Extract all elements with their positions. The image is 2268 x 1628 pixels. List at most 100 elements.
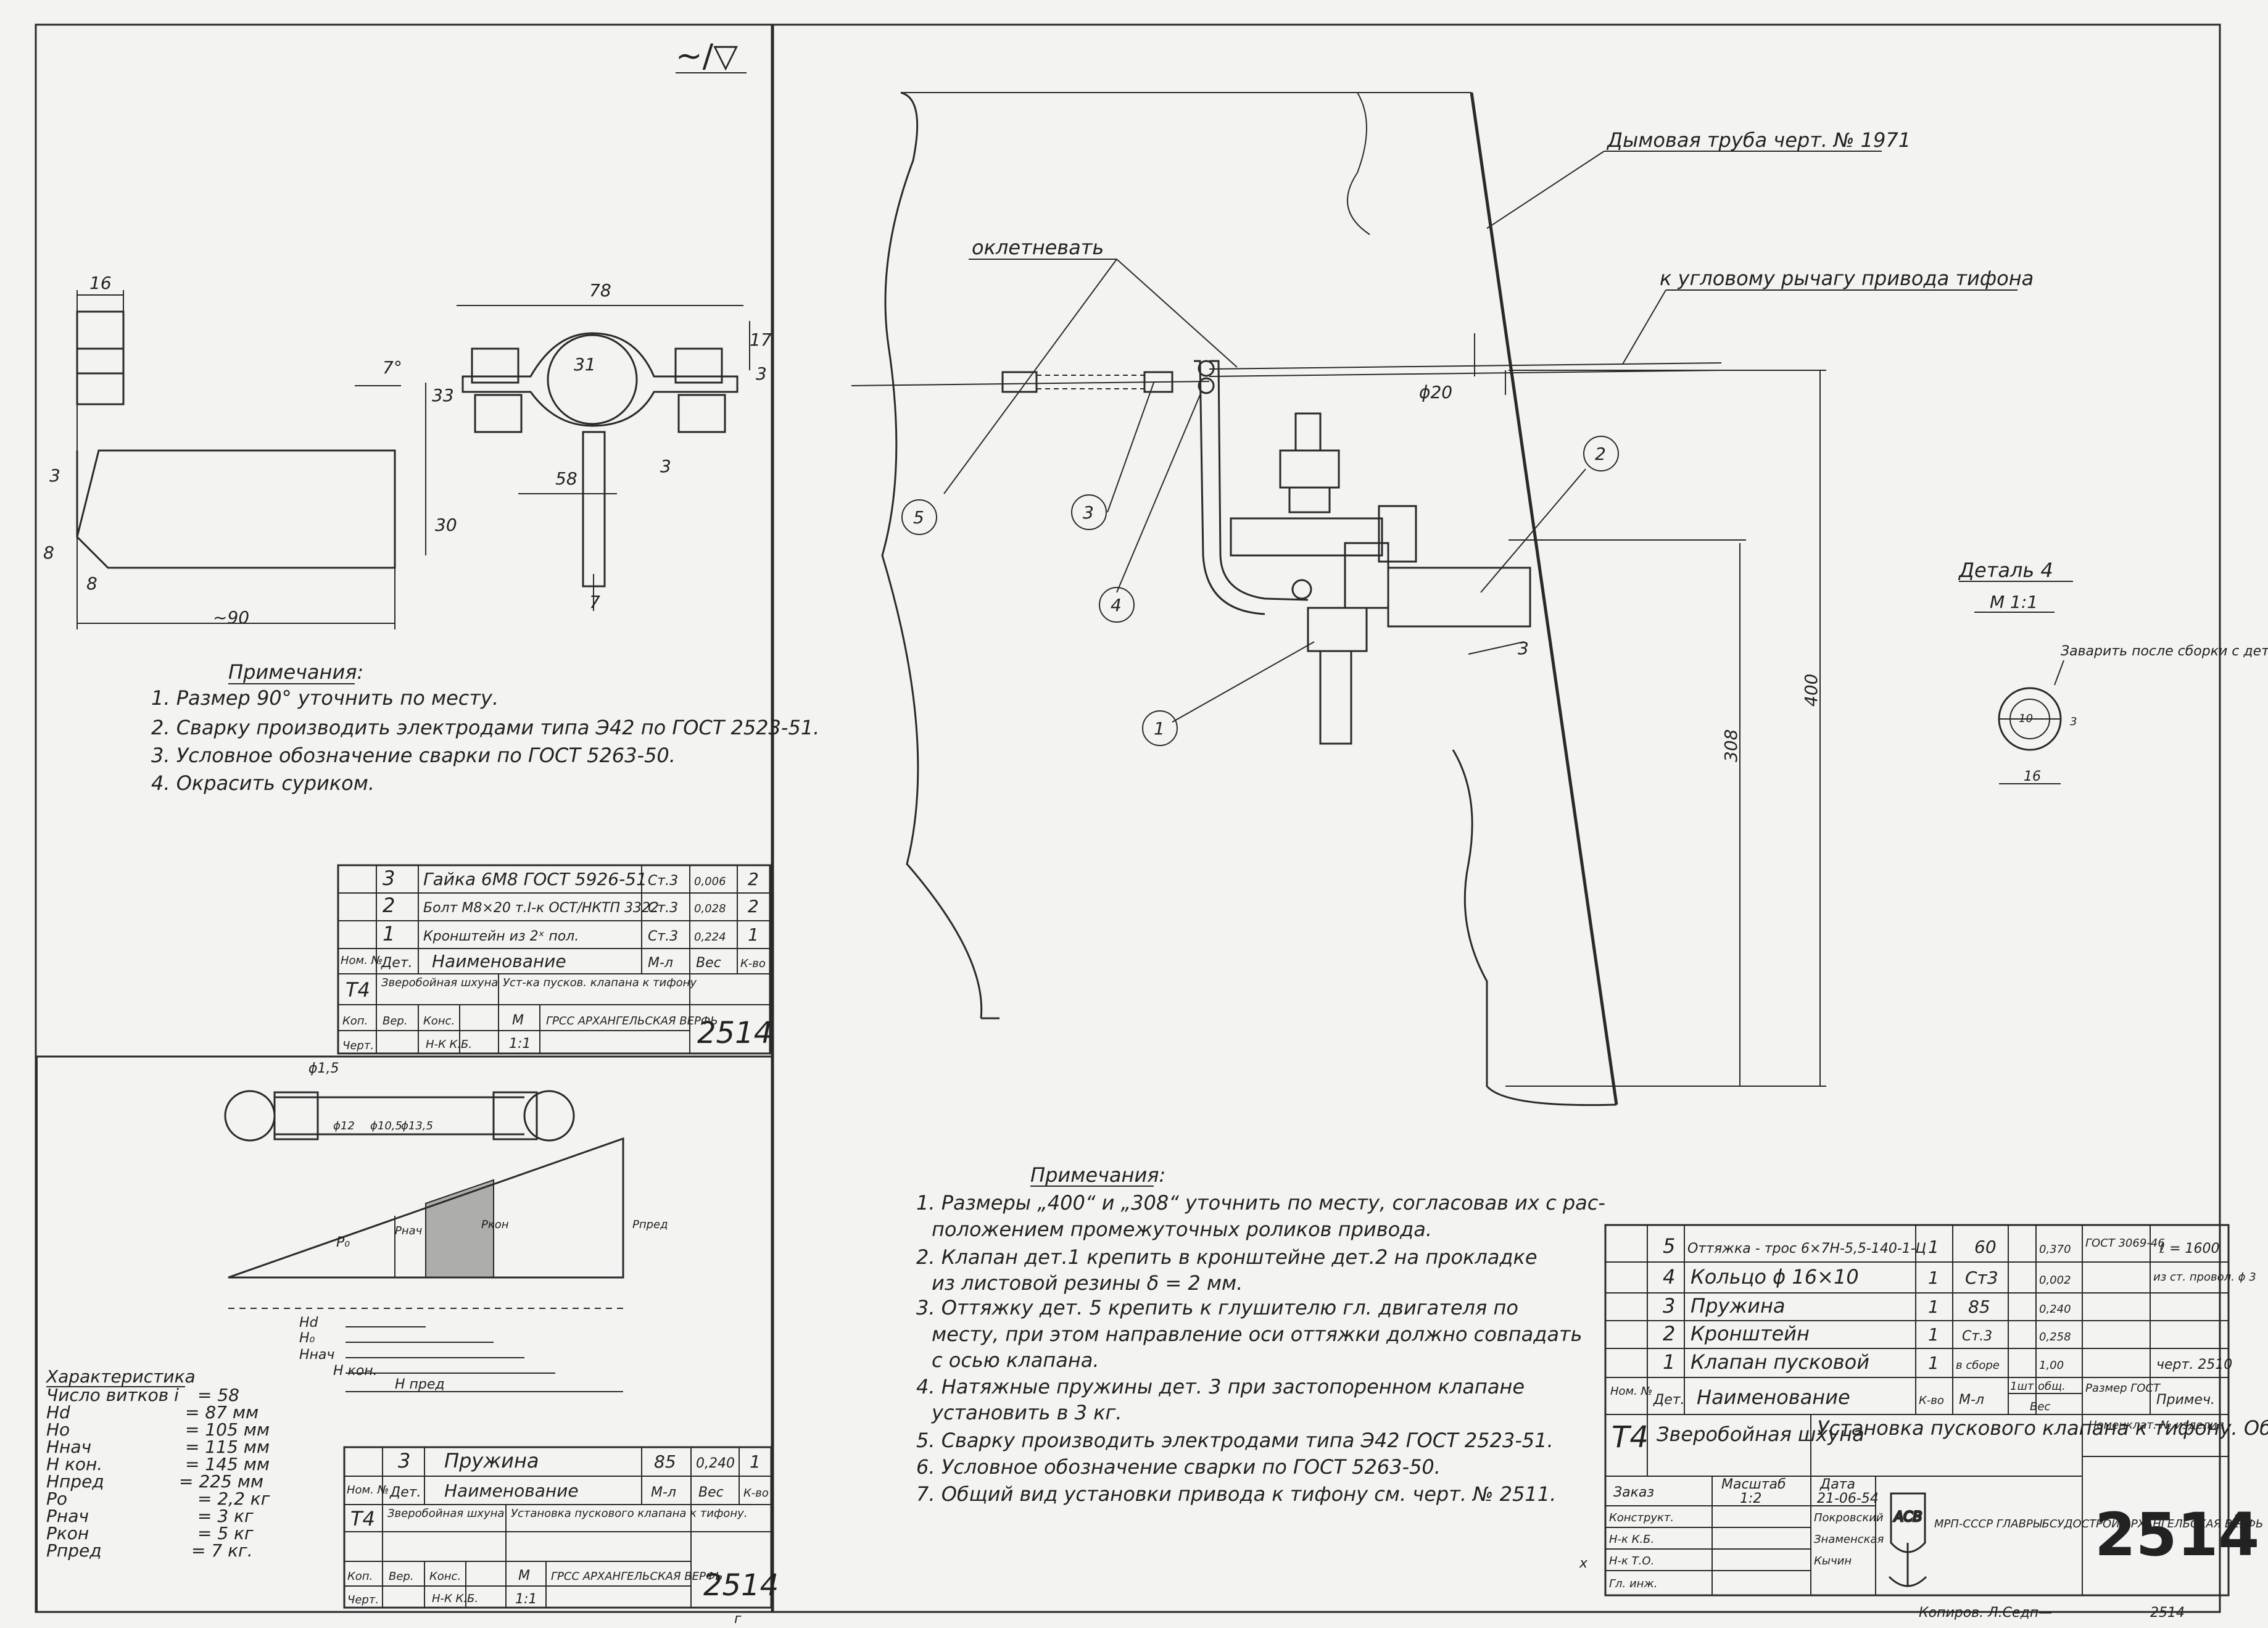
chimney-label: Дымовая труба черт. № 1971 <box>1606 128 1911 152</box>
svg-text:К-во: К-во <box>1919 1394 1944 1407</box>
svg-text:ϕ10,5: ϕ10,5 <box>370 1119 402 1132</box>
svg-text:16: 16 <box>89 273 112 293</box>
svg-text:0,224: 0,224 <box>694 931 726 944</box>
svg-text:Размер ГОСТ: Размер ГОСТ <box>2085 1382 2161 1395</box>
svg-text:Число витков i: Число витков i <box>46 1385 179 1405</box>
bracket-dimensions: 16 78 17 7° 3 31 33 58 3 30 8 8 ~90 7 3 <box>43 273 772 628</box>
svg-text:Hо: Hо <box>46 1419 70 1440</box>
spring-drawing <box>224 1090 624 1392</box>
svg-text:Ст.3: Ст.3 <box>1962 1329 1992 1344</box>
svg-text:0,258: 0,258 <box>2039 1331 2071 1344</box>
svg-text:Кычин: Кычин <box>1814 1555 1852 1568</box>
ring-detail: Деталь 4 М 1:1 Заварить после сборки с д… <box>1958 559 2268 784</box>
svg-text:Черт.: Черт. <box>342 1039 374 1052</box>
svg-text:1:1: 1:1 <box>509 1036 531 1052</box>
svg-text:Деталь 4: Деталь 4 <box>1958 559 2053 582</box>
svg-text:Гайка 6М8 ГОСТ 5926-51: Гайка 6М8 ГОСТ 5926-51 <box>423 869 647 889</box>
svg-text:Кольцо ϕ 16×10: Кольцо ϕ 16×10 <box>1691 1265 1859 1289</box>
lever-label: к угловому рычагу привода тифона <box>1660 267 2034 290</box>
svg-text:85: 85 <box>654 1451 676 1472</box>
svg-text:H кон.: H кон. <box>333 1363 378 1379</box>
svg-text:P₀: P₀ <box>336 1235 350 1250</box>
svg-text:2: 2 <box>748 869 759 889</box>
svg-text:Масштаб: Масштаб <box>1721 1477 1786 1492</box>
spring-bom-table: 3 Пружина 85 0,240 1 Ном. № Дет. Наимено… <box>343 1446 779 1627</box>
svg-text:М: М <box>518 1568 530 1584</box>
svg-text:2: 2 <box>748 896 759 916</box>
svg-text:ϕ13,5: ϕ13,5 <box>401 1119 433 1132</box>
svg-text:Наименование: Наименование <box>1697 1385 1850 1409</box>
svg-text:0,240: 0,240 <box>2039 1303 2071 1316</box>
svg-text:Заварить после сборки с дет. 1: Заварить после сборки с дет. 1 и 3 <box>2061 644 2268 659</box>
svg-text:1:1: 1:1 <box>515 1592 537 1607</box>
svg-text:Дет.: Дет. <box>1653 1392 1685 1408</box>
svg-text:Pкон: Pкон <box>481 1218 509 1231</box>
svg-text:в сборе: в сборе <box>1956 1359 2000 1372</box>
svg-text:Ст.3: Ст.3 <box>648 900 678 916</box>
balloon-1: 1 <box>1154 718 1165 739</box>
main-note-2: 2. Клапан дет.1 крепить в кронштейне дет… <box>916 1245 1538 1269</box>
wrap-label: оклетневать <box>972 236 1104 259</box>
svg-text:К-во: К-во <box>743 1487 769 1500</box>
svg-text:Пружина: Пружина <box>444 1449 539 1472</box>
svg-text:Заказ: Заказ <box>1613 1485 1654 1500</box>
svg-text:= 7 кг.: = 7 кг. <box>191 1540 253 1561</box>
svg-text:3: 3 <box>383 866 395 890</box>
svg-text:Установка пускового клапана к: Установка пускового клапана к тифону. Об… <box>1817 1416 2268 1440</box>
svg-text:Примечания:: Примечания: <box>228 660 363 684</box>
svg-text:Наименование: Наименование <box>432 951 566 971</box>
svg-text:Ст3: Ст3 <box>1965 1268 1998 1288</box>
svg-text:1: 1 <box>1663 1350 1675 1374</box>
svg-text:= 145 мм: = 145 мм <box>185 1454 270 1474</box>
svg-text:М-л: М-л <box>651 1485 676 1500</box>
svg-text:1: 1 <box>750 1451 761 1472</box>
svg-text:= 3 кг: = 3 кг <box>197 1506 254 1526</box>
svg-text:Клапан пусковой: Клапан пусковой <box>1691 1350 1869 1374</box>
svg-text:Вес: Вес <box>2030 1400 2050 1413</box>
svg-text:Ст.3: Ст.3 <box>648 873 678 889</box>
svg-text:Черт.: Черт. <box>347 1593 379 1606</box>
svg-text:5: 5 <box>1663 1234 1675 1258</box>
svg-text:3: 3 <box>2070 715 2077 728</box>
svg-text:H пред: H пред <box>395 1377 445 1392</box>
svg-text:ГРСС АРХАНГЕЛЬСКАЯ ВЕРФЬ: ГРСС АРХАНГЕЛЬСКАЯ ВЕРФЬ <box>546 1015 718 1028</box>
svg-text:ГРСС АРХАНГЕЛЬСКАЯ ВЕРФЬ: ГРСС АРХАНГЕЛЬСКАЯ ВЕРФЬ <box>551 1570 723 1583</box>
svg-text:33: 33 <box>432 385 454 405</box>
svg-text:21-06-54: 21-06-54 <box>1817 1491 1879 1506</box>
svg-text:Примеч.: Примеч. <box>2156 1392 2215 1408</box>
svg-text:~90: ~90 <box>213 607 249 628</box>
svg-text:Конструкт.: Конструкт. <box>1609 1511 1674 1524</box>
svg-text:г: г <box>734 1611 742 1627</box>
svg-text:58: 58 <box>555 468 577 489</box>
svg-text:10: 10 <box>2019 712 2033 725</box>
main-note-4: 4. Натяжные пружины дет. 3 при застопоре… <box>916 1375 1525 1398</box>
main-note-3c: с осью клапана. <box>932 1348 1099 1372</box>
svg-text:Характеристика: Характеристика <box>45 1366 196 1387</box>
svg-text:3: 3 <box>756 363 767 384</box>
svg-text:1: 1 <box>748 924 759 945</box>
svg-text:Кронштейн: Кронштейн <box>1691 1322 1810 1345</box>
main-notes: Примечания: 1. Размеры „400“ и „308“ уто… <box>916 1163 1605 1506</box>
svg-text:2: 2 <box>383 894 395 917</box>
svg-text:Кронштейн из 2ˣ пол.: Кронштейн из 2ˣ пол. <box>423 929 579 944</box>
svg-text:Hнач: Hнач <box>299 1347 334 1363</box>
svg-text:3: 3 <box>1518 638 1529 658</box>
svg-text:0,028: 0,028 <box>694 902 726 915</box>
spring-characteristics: Характеристика Число витков i = 58 Hd = … <box>45 1366 270 1561</box>
svg-text:Т4: Т4 <box>346 978 370 1002</box>
main-assembly-drawing <box>851 91 2018 1107</box>
svg-text:Зверобойная шхуна: Зверобойная шхуна <box>381 976 498 989</box>
svg-text:Вес: Вес <box>696 955 721 971</box>
svg-text:Ст.3: Ст.3 <box>648 929 678 944</box>
svg-text:16: 16 <box>2024 769 2041 784</box>
svg-text:17: 17 <box>750 330 772 350</box>
svg-text:x: x <box>1579 1556 1588 1571</box>
bracket-note-1: 1. Размер 90° уточнить по месту. <box>151 686 499 710</box>
svg-text:ϕ20: ϕ20 <box>1419 382 1452 402</box>
bracket-note-4: 4. Окрасить суриком. <box>151 771 375 795</box>
main-note-3b: месту, при этом направление оси оттяжки … <box>932 1323 1582 1346</box>
svg-text:Ном. №: Ном. № <box>347 1484 389 1497</box>
svg-text:2514: 2514 <box>697 1016 772 1050</box>
svg-text:= 115 мм: = 115 мм <box>185 1437 270 1457</box>
